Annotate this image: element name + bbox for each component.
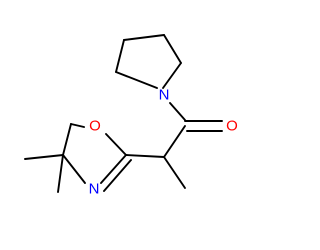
pyrrolidine-ring	[115, 34, 182, 89]
bond-c2-n	[115, 71, 158, 89]
bond-alpha-methyl	[163, 156, 186, 189]
oxazoline-nitrogen-label: N	[89, 181, 100, 198]
bond-carbonyl-alpha-carbon	[163, 125, 186, 158]
molecule-structure: N O O N	[24, 34, 238, 198]
bond-n3-c2-double	[103, 159, 132, 192]
bond-n3-c2-single	[100, 154, 127, 184]
bond-c4-c3	[123, 34, 165, 41]
oxazoline-oxygen-label: O	[89, 118, 101, 135]
bond-n-carbonyl-carbon	[169, 102, 186, 121]
bond-n-c5	[162, 62, 182, 89]
oxazoline-ring	[62, 123, 132, 192]
bond-c5-c4	[62, 123, 72, 156]
bond-c5-c4	[163, 34, 182, 64]
bond-alpha-oxazoline-c2	[125, 154, 165, 158]
bond-c3-c2	[115, 39, 125, 73]
bond-c2-o1	[105, 133, 127, 156]
bond-c4-methyl-left	[24, 154, 64, 160]
bond-c4-n3	[62, 154, 86, 184]
bond-c4-methyl-down	[57, 154, 64, 193]
pyrrolidine-nitrogen-label: N	[159, 87, 170, 104]
bond-o1-c5	[70, 123, 85, 128]
structure-canvas: N O O N	[24, 34, 238, 198]
carbonyl-oxygen-label: O	[226, 118, 238, 135]
